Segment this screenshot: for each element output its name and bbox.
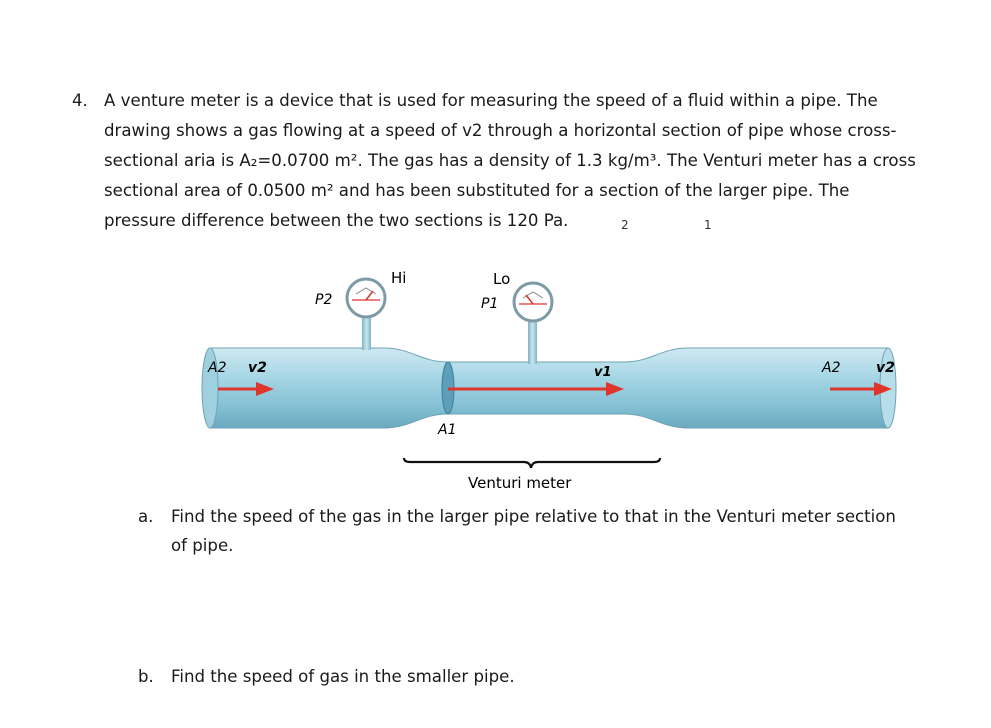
gauge-hi-label: Hi	[391, 269, 406, 287]
p2-gauge	[345, 277, 387, 319]
question-4: 4. A venture meter is a device that is u…	[72, 86, 922, 236]
stray-mark-2: 2	[621, 218, 629, 232]
question-text: A venture meter is a device that is used…	[104, 91, 916, 230]
part-b: b. Find the speed of gas in the smaller …	[138, 662, 908, 691]
v2-right-label: v2	[876, 360, 895, 376]
part-b-text: Find the speed of gas in the smaller pip…	[171, 667, 515, 686]
p2-gauge-stem	[362, 316, 371, 350]
v2-right-arrow	[830, 382, 892, 396]
gauge-lo-label: Lo	[493, 270, 510, 288]
question-number: 4.	[72, 91, 88, 110]
a2-right-label: A2	[821, 360, 841, 376]
a1-label: A1	[437, 422, 456, 438]
venturi-bracket	[402, 457, 662, 469]
part-b-label: b.	[138, 667, 154, 686]
p1-gauge-stem	[528, 320, 537, 364]
p2-label: P2	[315, 292, 332, 308]
a2-left-label: A2	[207, 360, 227, 376]
venturi-meter-figure: Hi Lo P2 P1 A2 v2 v1 A1 A2 v2 Venturi me…	[201, 269, 897, 492]
part-a: a. Find the speed of the gas in the larg…	[138, 502, 908, 560]
v1-arrow	[448, 382, 624, 396]
p1-label: P1	[481, 296, 498, 312]
p1-gauge	[512, 281, 554, 323]
part-a-label: a.	[138, 507, 154, 526]
v1-label: v1	[594, 365, 612, 380]
stray-mark-1: 1	[704, 218, 712, 232]
part-a-text: Find the speed of the gas in the larger …	[171, 507, 896, 555]
v2-left-arrow	[218, 382, 274, 396]
v2-left-label: v2	[248, 360, 267, 376]
figure-caption: Venturi meter	[468, 474, 572, 492]
